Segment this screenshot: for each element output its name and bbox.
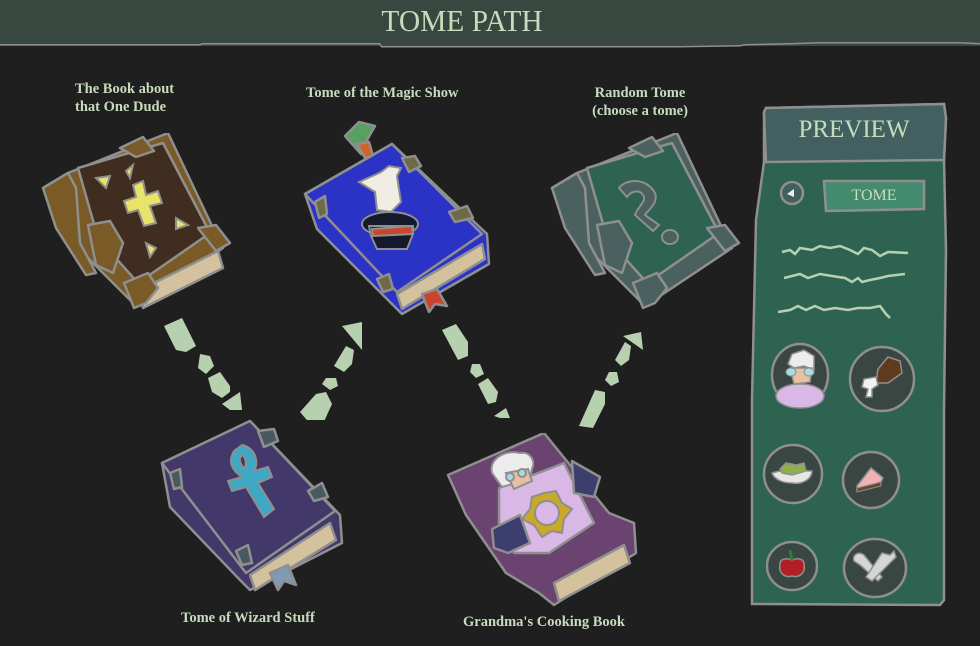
book-random[interactable] (547, 133, 747, 318)
header-divider (0, 0, 980, 48)
book-one-dude[interactable] (38, 133, 238, 313)
drumstick-icon[interactable] (848, 345, 916, 413)
path-arrow-cooking-to-random (579, 332, 643, 428)
path-arrow-wizard-to-magic-show (300, 322, 362, 420)
book-cooking[interactable] (444, 433, 644, 613)
tome-tab-button[interactable]: TOME (851, 187, 897, 204)
grandma-icon[interactable] (770, 340, 832, 410)
grandma-icon (490, 451, 574, 539)
preview-description-lines (777, 244, 909, 319)
path-arrow-one-dude-to-wizard (164, 318, 242, 410)
book-label-magic-show: Tome of the Magic Show (306, 85, 459, 101)
question-mark-icon (617, 180, 679, 245)
crossed-utensils-icon[interactable] (842, 537, 908, 599)
page-title: TOME PATH (381, 3, 543, 38)
ankh-icon (226, 443, 276, 519)
apple-icon[interactable] (766, 540, 818, 592)
tome-tab-bg (822, 179, 926, 213)
book-label-one-dude: The Book about that One Dude (75, 80, 174, 116)
book-label-random: Random Tome (choose a tome) (570, 84, 710, 120)
book-wizard[interactable] (150, 415, 350, 595)
label-line: (choose a tome) (592, 103, 688, 119)
rabbit-in-hat-icon (356, 164, 419, 250)
book-label-cooking: Grandma's Cooking Book (463, 614, 625, 630)
label-line: The Book about (75, 81, 175, 97)
cross-icon (93, 162, 191, 260)
book-magic-show[interactable] (297, 114, 497, 319)
label-line: that One Dude (75, 99, 167, 115)
preview-title: PREVIEW (798, 116, 910, 143)
cake-slice-icon[interactable] (841, 450, 901, 510)
path-arrow-magic-show-to-cooking (442, 324, 510, 418)
label-line: Random Tome (594, 85, 686, 101)
book-label-wizard: Tome of Wizard Stuff (181, 610, 315, 626)
salad-bowl-icon[interactable] (762, 443, 824, 505)
back-arrow-icon[interactable] (779, 180, 805, 206)
